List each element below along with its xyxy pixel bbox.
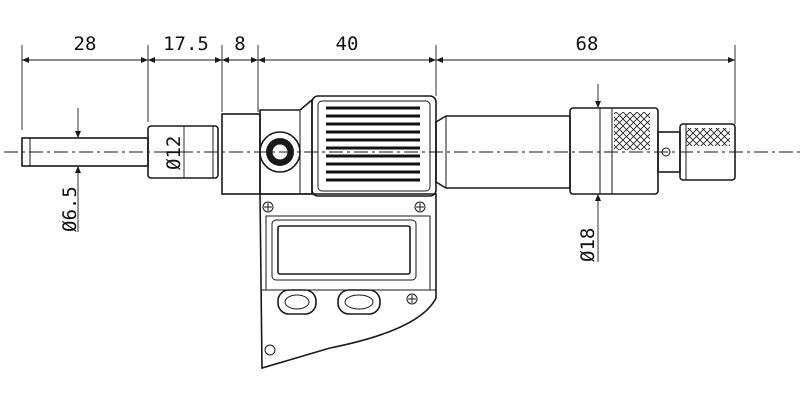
- spindle-diameter-label: Ø6.5: [59, 186, 81, 232]
- lcd-screen: [271, 219, 417, 281]
- screw-icon: [414, 201, 426, 213]
- hole-icon: [264, 344, 276, 356]
- dim-spindle-length: 28: [74, 33, 97, 55]
- thimble-diameter-label: Ø18: [577, 228, 599, 262]
- dim-thimble-length: 68: [576, 33, 599, 55]
- zero-button[interactable]: [337, 289, 381, 315]
- dim-sleeve-length: 17.5: [163, 33, 209, 55]
- screw-icon: [262, 201, 274, 213]
- mode-button[interactable]: [277, 289, 317, 315]
- grip-ribs: [326, 106, 420, 182]
- thimble: [569, 107, 659, 195]
- collar: [221, 113, 261, 195]
- dim-body-length: 40: [336, 33, 359, 55]
- screw-icon: [406, 293, 418, 305]
- top-dimension-chain: [21, 45, 736, 130]
- sleeve-diameter-label: Ø12: [163, 136, 185, 170]
- dim-collar-length: 8: [234, 33, 245, 55]
